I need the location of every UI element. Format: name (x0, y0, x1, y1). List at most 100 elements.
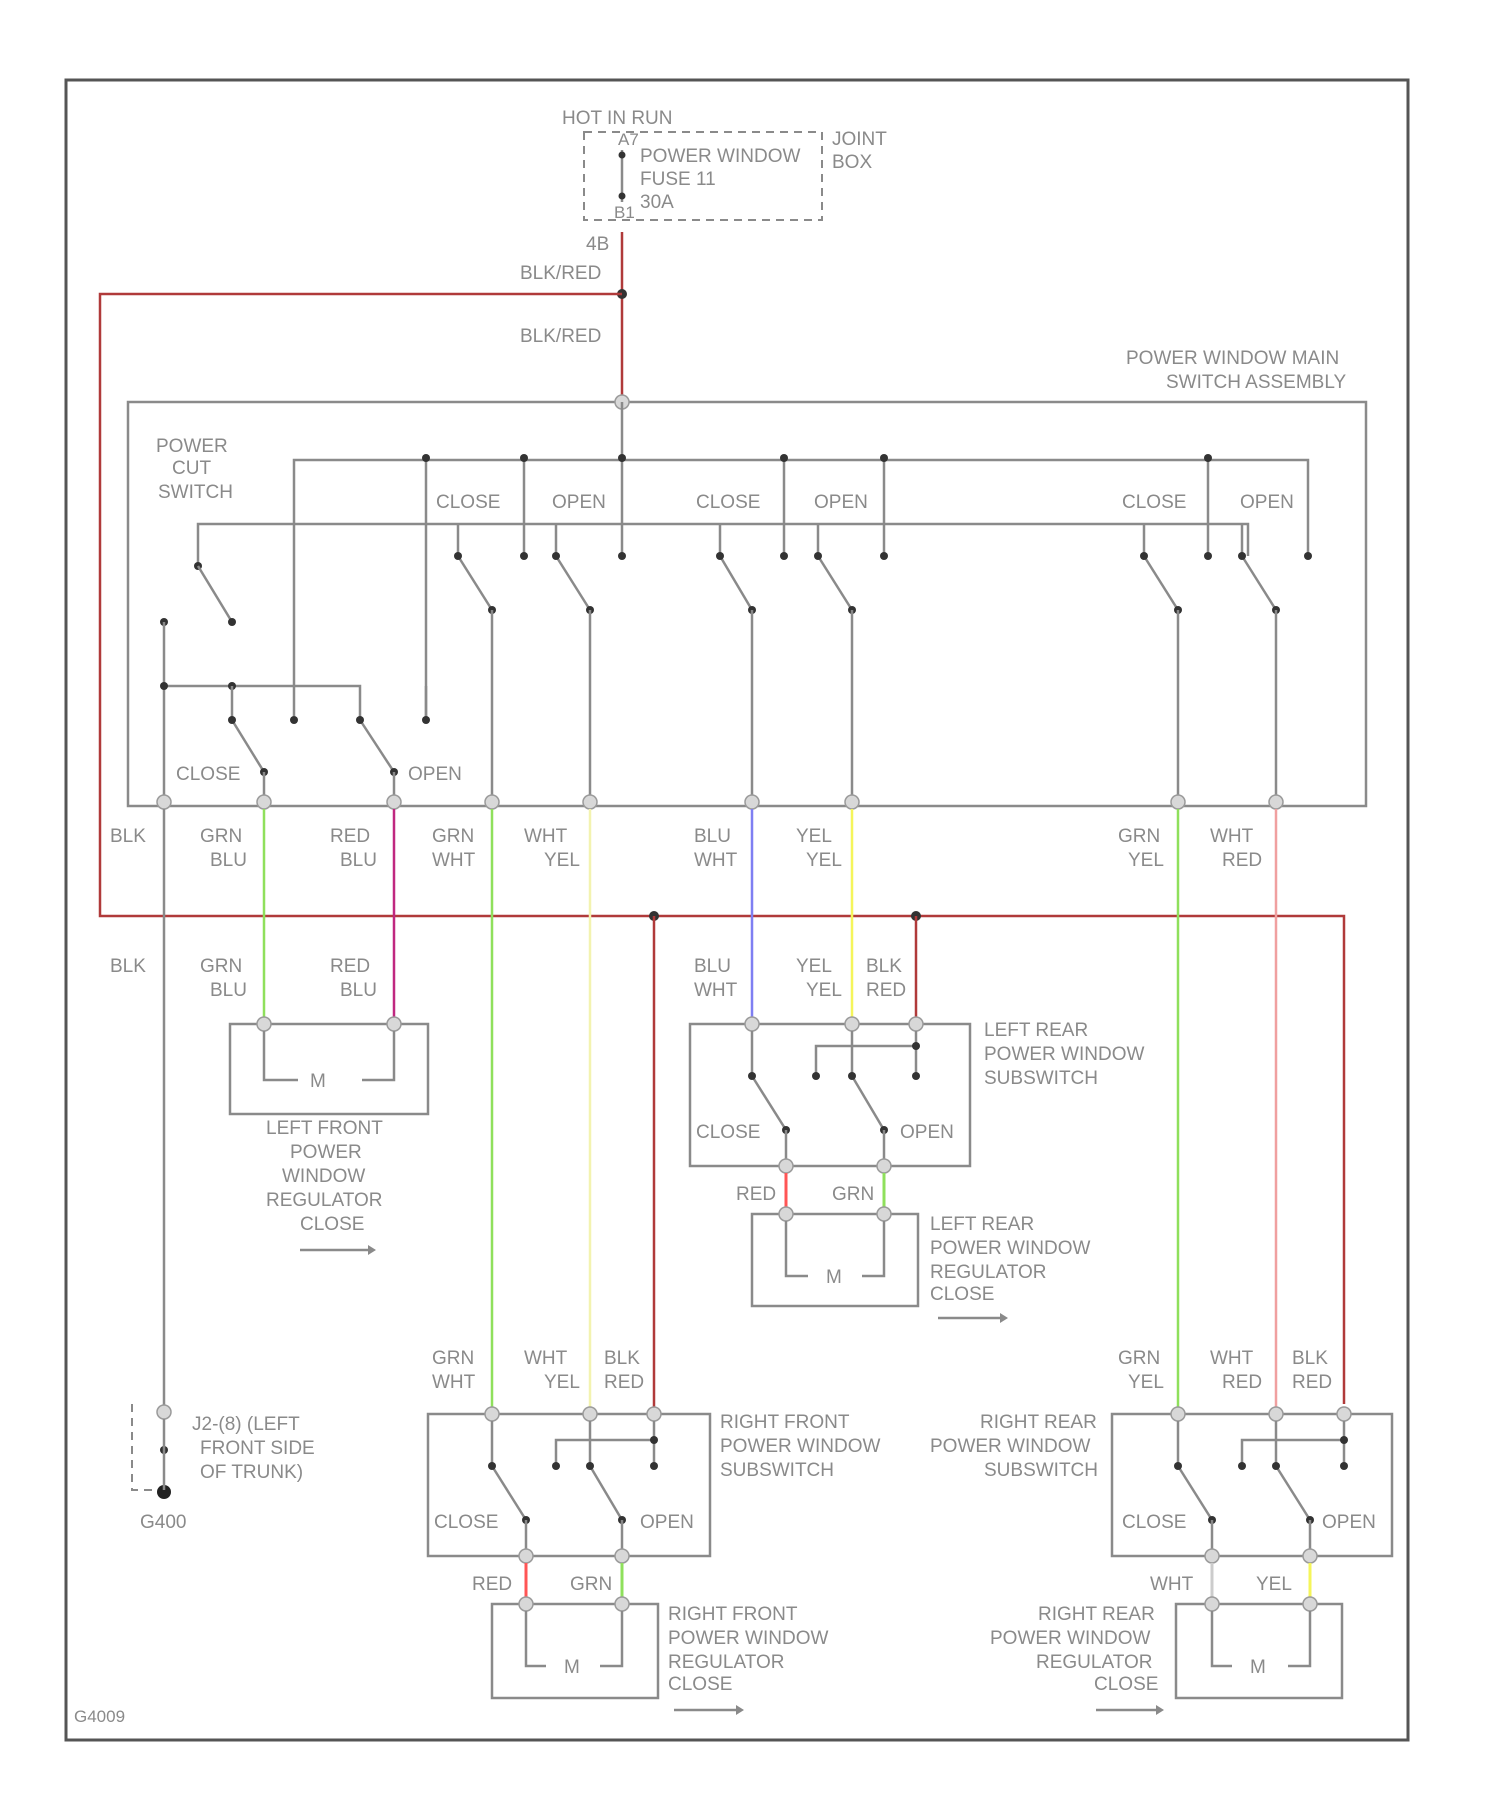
rf-subswitch-name: RIGHT FRONT (720, 1412, 850, 1433)
main-switch-title: POWER WINDOW MAIN (1126, 348, 1339, 369)
rf-wire-label-grn: GRN (432, 1348, 474, 1369)
lf-wire-label-blu-2: BLU (340, 980, 377, 1001)
lr-sub-close-label: CLOSE (696, 1122, 760, 1143)
rr-regulator-name-3: REGULATOR (1036, 1652, 1153, 1673)
lr-subswitch-name: LEFT REAR (984, 1020, 1088, 1041)
rr-wht-lead-label: WHT (1150, 1574, 1194, 1595)
power-cut-switch-label-3: SWITCH (158, 482, 233, 503)
joint-box-label-2: BOX (832, 152, 872, 173)
main-switch-assembly: POWER WINDOW MAIN SWITCH ASSEMBLY POWER … (128, 348, 1366, 809)
power-cut-switch-label: POWER (156, 436, 228, 457)
wire-label-grn-wht: GRN (432, 826, 474, 847)
rf-wire-label-red: RED (604, 1372, 644, 1393)
lf-regulator-name-3: WINDOW (282, 1166, 365, 1187)
rf-sub-open-label: OPEN (640, 1512, 694, 1533)
lr-regulator-name-2: POWER WINDOW (930, 1238, 1090, 1259)
lf-regulator-name-4: REGULATOR (266, 1190, 383, 1211)
rr-subswitch-name-3: SUBSWITCH (984, 1460, 1098, 1481)
lf-close-label: CLOSE (436, 492, 500, 513)
rf-regulator-direction: CLOSE (668, 1674, 732, 1695)
feed-wires: 4B BLK/RED BLK/RED (100, 232, 1344, 1404)
fuse-hot-label: HOT IN RUN (562, 108, 672, 129)
colored-wires (164, 809, 1276, 1414)
lr-sub-open-label: OPEN (900, 1122, 954, 1143)
lr-wire-label-blu: BLU (694, 956, 731, 977)
ground-id: G400 (140, 1512, 186, 1533)
lr-regulator-name: LEFT REAR (930, 1214, 1034, 1235)
rr-regulator-direction: CLOSE (1094, 1674, 1158, 1695)
lr-grn-lead-label: GRN (832, 1184, 874, 1205)
rf-subswitch-name-2: POWER WINDOW (720, 1436, 880, 1457)
rr-wire-label-grn: GRN (1118, 1348, 1160, 1369)
rf-regulator-box (492, 1604, 658, 1698)
wire-label-blu-wht-2: WHT (694, 850, 738, 871)
wire-label-blk: BLK (110, 826, 146, 847)
lf-regulator-direction: CLOSE (300, 1214, 364, 1235)
wire-label-grn-blu: GRN (200, 826, 242, 847)
rr-close-label: CLOSE (1122, 492, 1186, 513)
rr-wire-label-wht: WHT (1210, 1348, 1254, 1369)
lr-wire-label-yel: YEL (796, 956, 832, 977)
rf-subswitch-name-3: SUBSWITCH (720, 1460, 834, 1481)
rf-wire-label-wht-2: WHT (524, 1348, 568, 1369)
lr-open-label: OPEN (814, 492, 868, 513)
diagram-frame (66, 80, 1408, 1740)
rf-regulator-name-2: POWER WINDOW (668, 1628, 828, 1649)
lf-regulator-name: LEFT FRONT (266, 1118, 383, 1139)
wire-label-wht-yel-2: YEL (544, 850, 580, 871)
lf-wire-label-red: RED (330, 956, 370, 977)
rf-red-lead-label: RED (472, 1574, 512, 1595)
rr-sub-open-label: OPEN (1322, 1512, 1376, 1533)
rr-open-label: OPEN (1240, 492, 1294, 513)
ground-location-2: FRONT SIDE (200, 1438, 315, 1459)
window-switch-contacts (454, 524, 1280, 800)
rf-wire-label-yel: YEL (544, 1372, 580, 1393)
rr-subswitch-name-2: POWER WINDOW (930, 1436, 1090, 1457)
cut-close-label: CLOSE (176, 764, 240, 785)
rr-wire-label-red: RED (1222, 1372, 1262, 1393)
lr-regulator-direction: CLOSE (930, 1284, 994, 1305)
lf-open-label: OPEN (552, 492, 606, 513)
lr-red-lead-label: RED (736, 1184, 776, 1205)
wire-label-yel-yel-2: YEL (806, 850, 842, 871)
main-output-wire-labels: BLK GRN BLU RED BLU GRN WHT WHT YEL BLU … (110, 826, 1262, 871)
lr-wire-label-blk: BLK (866, 956, 902, 977)
left-rear-regulator: M LEFT REAR POWER WINDOW REGULATOR CLOSE (752, 1207, 1090, 1323)
lr-wire-label-red: RED (866, 980, 906, 1001)
switch-feed-wire-label: BLK/RED (520, 326, 601, 347)
wire-label-wht-red: WHT (1210, 826, 1254, 847)
wire-label-grn-yel: GRN (1118, 826, 1160, 847)
fuse-pin-bottom: B1 (614, 203, 635, 222)
rr-subswitch-box (1112, 1414, 1392, 1556)
lr-regulator-name-3: REGULATOR (930, 1262, 1047, 1283)
rr-motor-symbol: M (1250, 1657, 1266, 1678)
wire-label-wht-red-2: RED (1222, 850, 1262, 871)
rr-regulator-box (1176, 1604, 1342, 1698)
rr-sub-close-label: CLOSE (1122, 1512, 1186, 1533)
lf-regulator-name-2: POWER (290, 1142, 362, 1163)
rf-regulator-name-3: REGULATOR (668, 1652, 785, 1673)
cut-open-label: OPEN (408, 764, 462, 785)
rf-grn-lead-label: GRN (570, 1574, 612, 1595)
wire-label-red-blu: RED (330, 826, 370, 847)
lr-subswitch-name-3: SUBSWITCH (984, 1068, 1098, 1089)
lr-motor-symbol: M (826, 1267, 842, 1288)
rr-regulator-name-2: POWER WINDOW (990, 1628, 1150, 1649)
fuse-amperage: 30A (640, 192, 674, 213)
rf-motor-symbol: M (564, 1657, 580, 1678)
fuse-name: POWER WINDOW (640, 146, 800, 167)
wire-label-wht-yel: WHT (524, 826, 568, 847)
joint-box-label: JOINT (832, 129, 887, 150)
right-front-regulator: M RIGHT FRONT POWER WINDOW REGULATOR CLO… (492, 1597, 828, 1715)
wire-label-grn-blu-2: BLU (210, 850, 247, 871)
wire-label-red-blu-2: BLU (340, 850, 377, 871)
wire-label-blu-wht: BLU (694, 826, 731, 847)
ground-location: J2-(8) (LEFT (192, 1414, 300, 1435)
rr-wire-label-blk: BLK (1292, 1348, 1328, 1369)
lf-wire-label-blk: BLK (110, 956, 146, 977)
rr-wire-label-red-2: RED (1292, 1372, 1332, 1393)
diagram-code: G4009 (74, 1707, 125, 1726)
lr-wire-label-wht: WHT (694, 980, 738, 1001)
ground-point: J2-(8) (LEFT FRONT SIDE OF TRUNK) G400 (132, 1404, 315, 1533)
